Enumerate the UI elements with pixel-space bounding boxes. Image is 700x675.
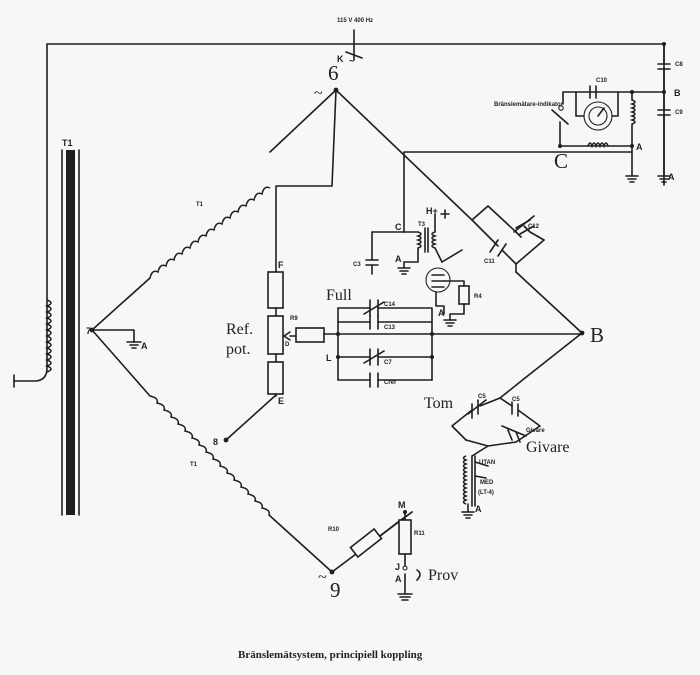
switch-label: K bbox=[337, 54, 344, 64]
node-a-far-label: A bbox=[668, 172, 675, 182]
node-7: 7 bbox=[86, 326, 91, 336]
winding-upper-label: T1 bbox=[196, 202, 204, 208]
supply-label: 115 V 400 Hz bbox=[337, 18, 373, 24]
bottom-tilde: ~ bbox=[318, 569, 327, 586]
c6-label: C5 bbox=[512, 397, 520, 403]
t3-label: T3 bbox=[418, 222, 426, 228]
tom-givare-network bbox=[451, 377, 541, 457]
r9-label: R9 bbox=[290, 316, 298, 322]
ground-left-label: A bbox=[141, 341, 148, 351]
c5-label: C5 bbox=[478, 394, 486, 400]
h-label: H+ bbox=[426, 206, 438, 216]
prov-branch bbox=[349, 511, 421, 601]
resistor-e-label: E bbox=[278, 396, 284, 406]
node-a-right-label: A bbox=[636, 142, 643, 152]
j-label: J bbox=[395, 562, 400, 572]
sensor-ground-label: A bbox=[475, 504, 482, 514]
ground-left bbox=[91, 329, 142, 349]
cref-label: Cref bbox=[384, 380, 397, 386]
med-label: MED bbox=[480, 480, 494, 486]
givare-text: Givare bbox=[526, 439, 570, 456]
c11-label: C11 bbox=[484, 259, 495, 265]
givare-small-label: Givare bbox=[526, 428, 545, 434]
diagram-caption: Bränslemätsystem, principiell koppling bbox=[238, 649, 423, 661]
node-b-right-label: B bbox=[674, 88, 681, 98]
c9-label: C9 bbox=[675, 110, 683, 116]
node-6: 6 bbox=[328, 61, 339, 85]
resistor-f-label: F bbox=[278, 260, 284, 270]
c8-label: C8 bbox=[675, 62, 683, 68]
node-c-label: C bbox=[554, 149, 568, 173]
winding-lower-label: T1 bbox=[190, 462, 198, 468]
prov-ground-label: A bbox=[395, 574, 402, 584]
c14-label: C14 bbox=[384, 302, 396, 308]
top-tilde: ~ bbox=[314, 85, 323, 102]
capacitor-ladder bbox=[337, 299, 433, 388]
ref-pot-text-2: pot. bbox=[226, 341, 250, 358]
prov-text: Prov bbox=[428, 567, 458, 584]
wiper-d-label: D bbox=[285, 342, 290, 348]
lt4-label: (LT-4) bbox=[478, 490, 494, 496]
indicator-label: Bränslemätare-indikator bbox=[494, 102, 564, 108]
amp-a-label: A bbox=[395, 254, 402, 264]
c3-label: C3 bbox=[353, 262, 361, 268]
node-m-label: M bbox=[398, 500, 406, 510]
node-9: 9 bbox=[330, 578, 341, 602]
amp-c-label: C bbox=[395, 222, 402, 232]
node-8: 8 bbox=[213, 437, 218, 447]
transformer-t1 bbox=[44, 149, 80, 516]
tom-text: Tom bbox=[424, 395, 454, 412]
switch-symbol: ~ bbox=[349, 56, 354, 66]
c13-label: C13 bbox=[384, 325, 396, 331]
c10-label: C10 bbox=[596, 78, 608, 84]
full-text: Full bbox=[326, 287, 352, 304]
amplifier-section bbox=[365, 151, 633, 327]
node-b: B bbox=[590, 323, 604, 347]
sensor-coil bbox=[461, 455, 489, 519]
r11-label: R11 bbox=[414, 531, 425, 537]
bridge-diamond bbox=[91, 89, 583, 573]
c12-label: C12 bbox=[528, 224, 540, 230]
c11-c12-network bbox=[471, 205, 545, 273]
c7-label: C7 bbox=[384, 360, 392, 366]
tube-a-label: A bbox=[438, 308, 445, 318]
indicator-section bbox=[551, 43, 671, 183]
r10-label: R10 bbox=[328, 527, 340, 533]
ref-pot-text-1: Ref. bbox=[226, 321, 253, 338]
r4-label: R4 bbox=[474, 294, 482, 300]
l-label: L bbox=[326, 353, 332, 363]
utan-label: UTAN bbox=[479, 460, 495, 466]
ref-pot-column bbox=[267, 89, 583, 397]
transformer-label: T1 bbox=[62, 138, 73, 148]
